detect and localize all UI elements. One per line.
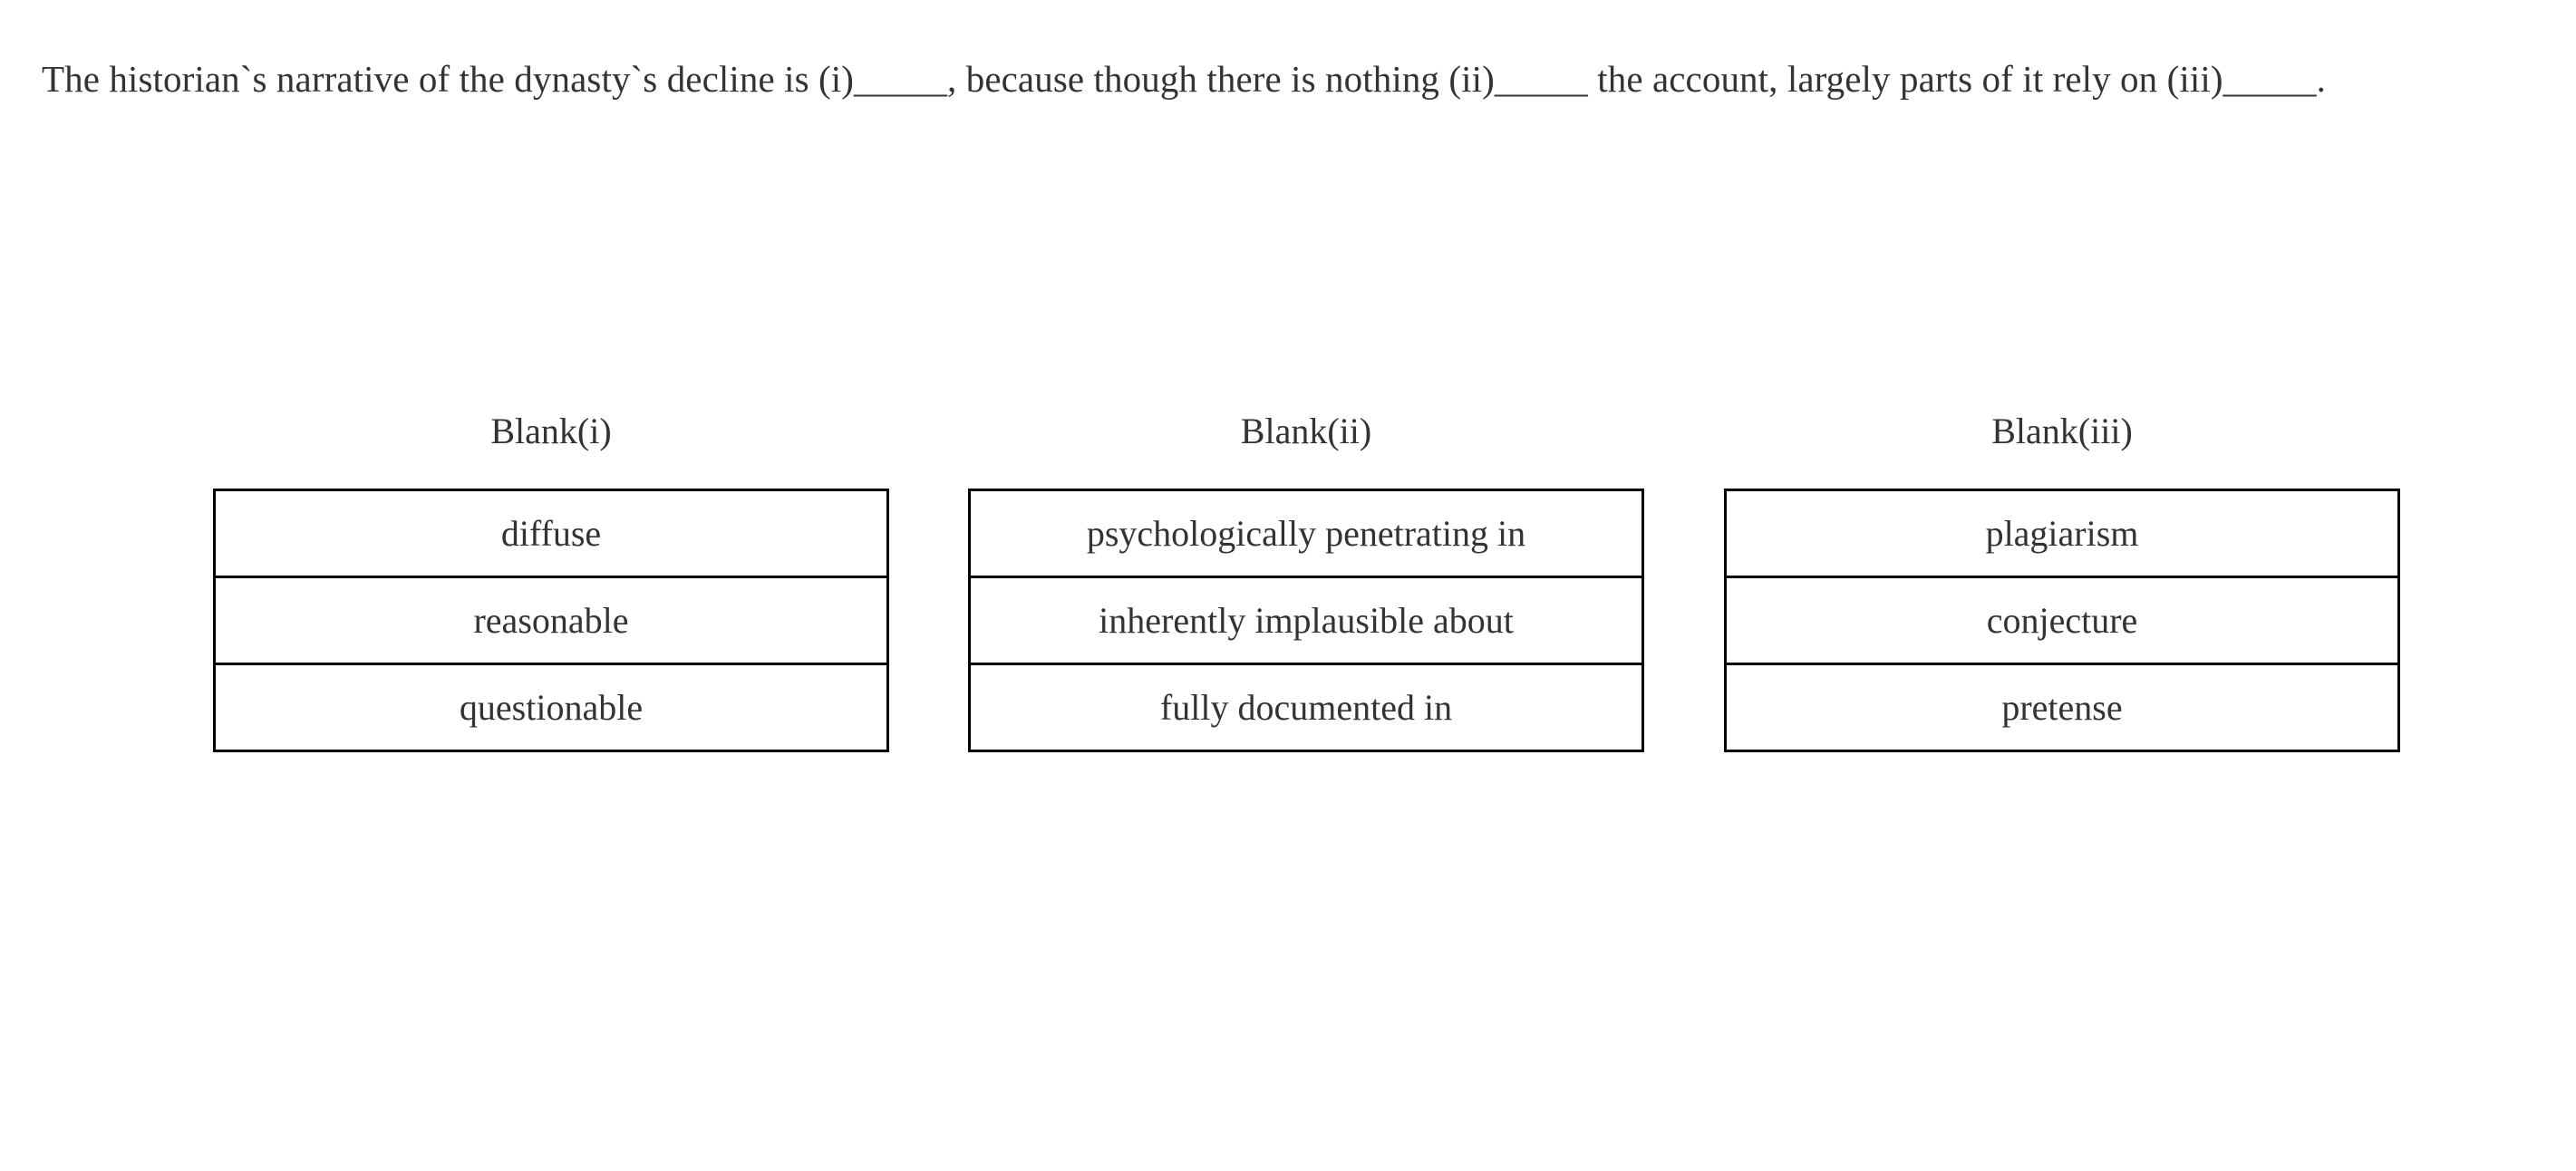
blank-header-i: Blank(i)	[490, 411, 612, 451]
question-prompt: The historian`s narrative of the dynasty…	[42, 58, 2326, 100]
table-row[interactable]: plagiarism	[1725, 489, 2399, 578]
table-row[interactable]: inherently implausible about	[969, 576, 1643, 665]
table-row[interactable]: questionable	[215, 664, 888, 751]
option-cell-i-1[interactable]: diffuse	[214, 489, 888, 578]
blank-header-ii: Blank(ii)	[1240, 411, 1372, 451]
table-row[interactable]: reasonable	[214, 576, 888, 665]
table-row[interactable]: psychologically penetrating in	[969, 489, 1643, 578]
table-row[interactable]: fully documented in	[970, 664, 1643, 751]
option-cell-ii-3[interactable]: fully documented in	[1159, 686, 1453, 728]
blank-group-iii: Blank(iii) plagiarism conjecture pretens…	[1724, 410, 2400, 752]
table-row[interactable]: diffuse	[214, 489, 888, 578]
table-row[interactable]: pretense	[1726, 664, 2399, 751]
option-table-iii: plagiarism conjecture pretense	[1724, 489, 2400, 752]
option-cell-iii-3[interactable]: pretense	[2001, 686, 2123, 728]
blank-group-i: Blank(i) diffuse reasonable questionable	[213, 410, 889, 752]
option-cell-ii-1[interactable]: psychologically penetrating in	[969, 489, 1643, 578]
option-table-ii: psychologically penetrating in inherentl…	[968, 489, 1644, 752]
option-cell-i-2[interactable]: reasonable	[214, 576, 888, 665]
blank-header-iii: Blank(iii)	[1991, 411, 2133, 451]
table-row[interactable]: conjecture	[1725, 576, 2399, 665]
option-cell-iii-1[interactable]: plagiarism	[1725, 489, 2399, 578]
option-cell-iii-2[interactable]: conjecture	[1725, 576, 2399, 665]
option-table-i: diffuse reasonable questionable	[213, 489, 889, 752]
blank-group-ii: Blank(ii) psychologically penetrating in…	[968, 410, 1644, 752]
option-cell-ii-2[interactable]: inherently implausible about	[969, 576, 1643, 665]
option-cell-i-3[interactable]: questionable	[459, 686, 644, 728]
